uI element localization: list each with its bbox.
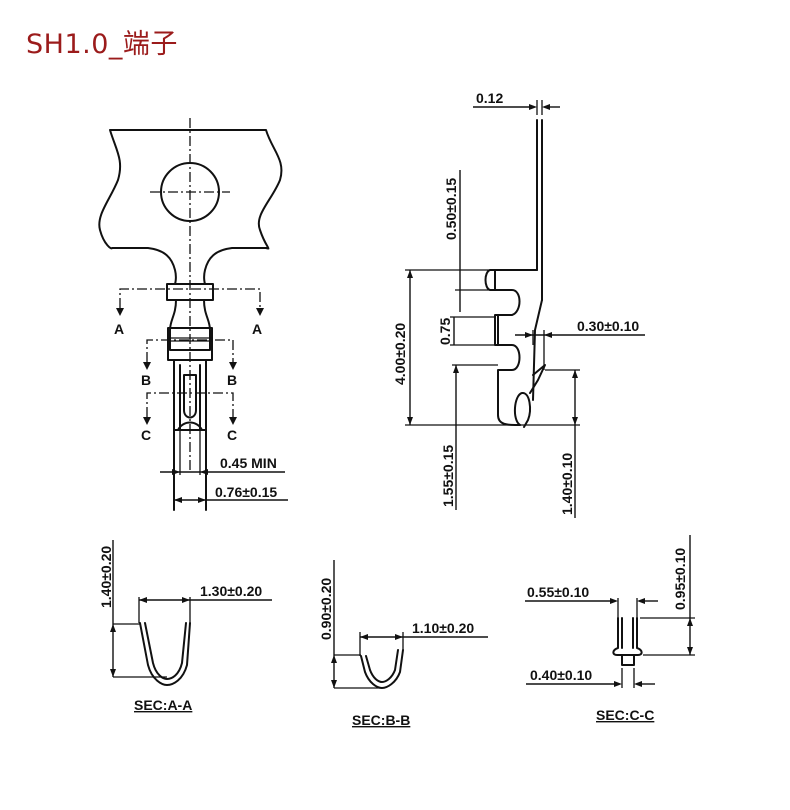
dim-lower-left: 1.55±0.15 [440,445,456,507]
section-label-b-right: B [227,372,237,388]
section-line-a [119,288,261,308]
section-label-b-left: B [141,372,151,388]
dim-lower-right: 1.40±0.10 [559,453,575,515]
dim-section-a-height: 1.40±0.20 [98,546,114,608]
section-label-a-left: A [114,321,124,337]
dim-tip-length: 0.50±0.15 [443,178,459,240]
dim-thickness: 0.12 [476,90,503,106]
dim-total-height: 4.00±0.20 [392,323,408,385]
section-c: 0.95±0.10 0.55±0.10 0.40±0.10 SEC:C-C [525,535,695,723]
dim-section-b-width: 1.10±0.20 [412,620,474,636]
section-label-a-right: A [252,321,262,337]
section-label-c-left: C [141,427,151,443]
dim-section-c-height: 0.95±0.10 [672,548,688,610]
section-a-label: SEC:A-A [134,697,192,713]
dim-section-c-outer-width: 0.55±0.10 [527,584,589,600]
dim-section-b-height: 0.90±0.20 [318,578,334,640]
terminal-profile [484,269,543,426]
dim-min-width: 0.45 MIN [220,455,277,471]
section-b-label: SEC:B-B [352,712,410,728]
section-a: 1.40±0.20 1.30±0.20 SEC:A-A [98,540,272,713]
terminal-body [166,283,214,431]
side-view: 0.12 0.50±0.15 4.00±0.20 0.75 0.30±0.10 … [392,90,645,518]
section-line-c [146,392,234,417]
dim-spring-offset: 0.30±0.10 [577,318,639,334]
dim-width: 0.76±0.15 [215,484,277,500]
carrier-strip [98,129,283,285]
dim-section-c-inner-width: 0.40±0.10 [530,667,592,683]
section-label-c-right: C [227,427,237,443]
section-c-label: SEC:C-C [596,707,654,723]
section-b: 0.90±0.20 1.10±0.20 SEC:B-B [318,560,488,728]
drawing-title: SH1.0_端子 [26,29,178,60]
dim-slot: 0.75 [437,318,453,345]
front-view: A A B B C C 0.45 MIN 0.76±0.15 [98,118,288,511]
dim-section-a-width: 1.30±0.20 [200,583,262,599]
